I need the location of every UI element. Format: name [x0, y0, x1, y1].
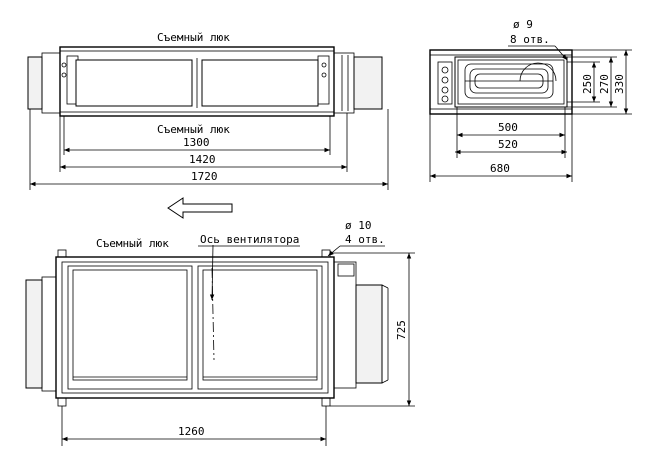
top-view: Съемный люк Съемный люк 1300 1420 1720 — [27, 31, 389, 190]
dim-500: 500 — [498, 121, 518, 134]
side-hole-count: 8 отв. — [510, 33, 550, 46]
dim-250: 250 — [581, 74, 594, 94]
side-view: ø 9 8 отв. 250 270 330 500 520 680 — [429, 18, 632, 182]
bottom-left-flange — [41, 276, 57, 392]
top-hatch-right — [201, 59, 319, 107]
top-left-duct — [27, 56, 43, 110]
dim-270: 270 — [598, 74, 611, 94]
terminal-box — [437, 61, 453, 105]
side-hole-diameter: ø 9 — [513, 18, 533, 31]
bottom-right-duct — [355, 284, 383, 384]
fan-axis-label: Ось вентилятора — [200, 233, 299, 246]
dim-1420: 1420 — [189, 153, 216, 166]
dim-1300: 1300 — [183, 136, 210, 149]
dim-1720: 1720 — [191, 170, 218, 183]
bottom-hole-diameter: ø 10 — [345, 219, 372, 232]
airflow-arrow-left-icon — [167, 197, 233, 219]
bottom-hatch-left — [67, 265, 193, 390]
bottom-right-flange — [333, 261, 357, 389]
top-right-flange — [333, 52, 355, 114]
top-hatch-label-bottom: Съемный люк — [157, 123, 230, 136]
dim-725: 725 — [395, 320, 408, 340]
top-right-duct — [353, 56, 383, 110]
bottom-hatch-right — [197, 265, 323, 390]
bottom-hole-leader — [327, 245, 341, 257]
bottom-hatch-label: Съемный люк — [96, 237, 169, 250]
top-hatch-label: Съемный люк — [157, 31, 230, 44]
bottom-hole-count: 4 отв. — [345, 233, 385, 246]
dim-330: 330 — [613, 74, 626, 94]
top-hatch-left — [75, 59, 193, 107]
bottom-left-duct — [25, 279, 43, 389]
fan-axis-line — [211, 267, 215, 361]
side-hole-leader — [554, 45, 568, 61]
dim-680: 680 — [490, 162, 510, 175]
top-left-flange — [41, 52, 61, 114]
bottom-view: Ось вентилятора Съемный люк ø 10 4 отв. … — [25, 219, 415, 446]
dim-520: 520 — [498, 138, 518, 151]
dim-1260: 1260 — [178, 425, 205, 438]
